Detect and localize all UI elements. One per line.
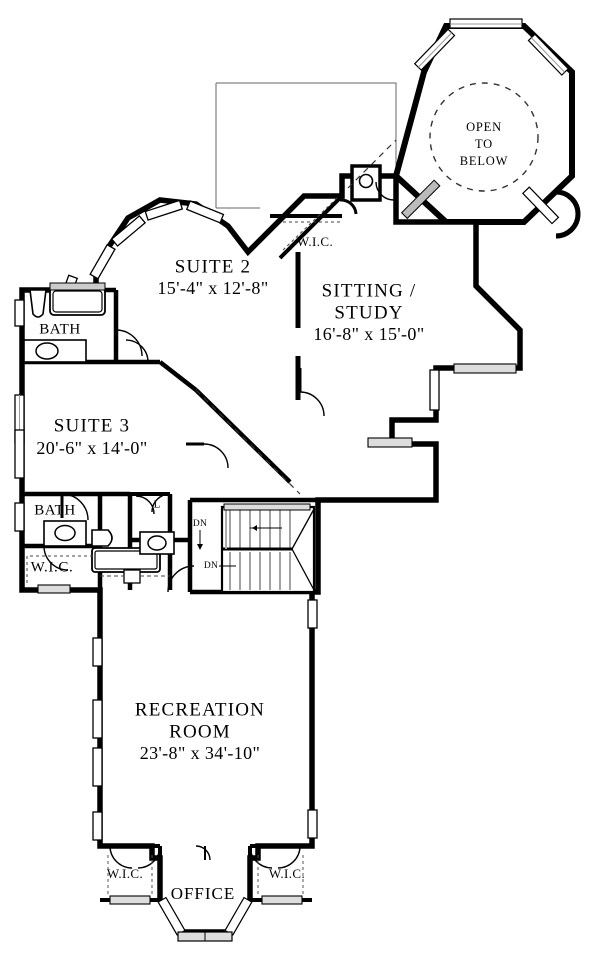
recreation-name-line2: ROOM [169, 721, 231, 742]
open-to-below-line1: OPEN [466, 120, 502, 134]
stair-dn-upper-label: DN [193, 519, 207, 529]
octagon-windows [400, 18, 570, 220]
alcove-curve [339, 198, 358, 215]
wic-suite3-name: W.I.C. [31, 559, 74, 575]
wic-suite2-name: W.I.C. [297, 234, 333, 249]
laundry-label: L [154, 499, 161, 511]
windows [14, 299, 517, 841]
suite3-dimensions: 20'-6" x 14'-0" [36, 438, 147, 458]
wic-suite2-walls [270, 194, 344, 260]
roof-outline-thin [215, 82, 397, 209]
office-name: OFFICE [171, 884, 236, 903]
stair-dn-upper-arrowhead [197, 544, 203, 550]
sitting-study-name-line1: SITTING / [322, 280, 417, 301]
door-leaves [60, 368, 302, 518]
open-to-below-line3: BELOW [460, 154, 508, 168]
suite2-dimensions: 15'-4" x 12'-8" [157, 278, 268, 298]
suite2-name: SUITE 2 [175, 256, 251, 277]
wic-suite2-shelf [282, 197, 341, 251]
suite2-bay-window-wall [56, 199, 225, 312]
bath-lower-name: BATH [34, 502, 76, 518]
bath-lower-fixtures [43, 520, 175, 584]
alignment-dashed-lines [195, 139, 397, 495]
recreation-dimensions: 23'-8" x 34'-10" [140, 743, 261, 763]
bath-upper-fixtures [23, 282, 106, 363]
wic-suite3-shelf [26, 555, 96, 584]
wic-office-right-name: W.I.C. [269, 866, 305, 881]
recreation-name-line1: RECREATION [135, 699, 265, 720]
octagon-curved-bay [521, 186, 581, 239]
office-closet-shelves [107, 855, 304, 905]
open-to-below-circle [429, 82, 539, 192]
open-to-below-line2: TO [475, 137, 493, 151]
office-bay-windows [157, 896, 253, 942]
sitting-study-name-line2: STUDY [334, 302, 403, 323]
doors [43, 181, 395, 869]
sitting-study-dimensions: 16'-8" x 15'-0" [313, 324, 424, 344]
laundry-closet: L [130, 492, 170, 511]
suite3-name: SUITE 3 [54, 415, 130, 436]
wic-office-left-name: W.I.C. [107, 866, 143, 881]
staircase [220, 503, 316, 594]
stair-dn-lower-label: DN [204, 561, 218, 571]
bath-upper-name: BATH [39, 321, 81, 337]
